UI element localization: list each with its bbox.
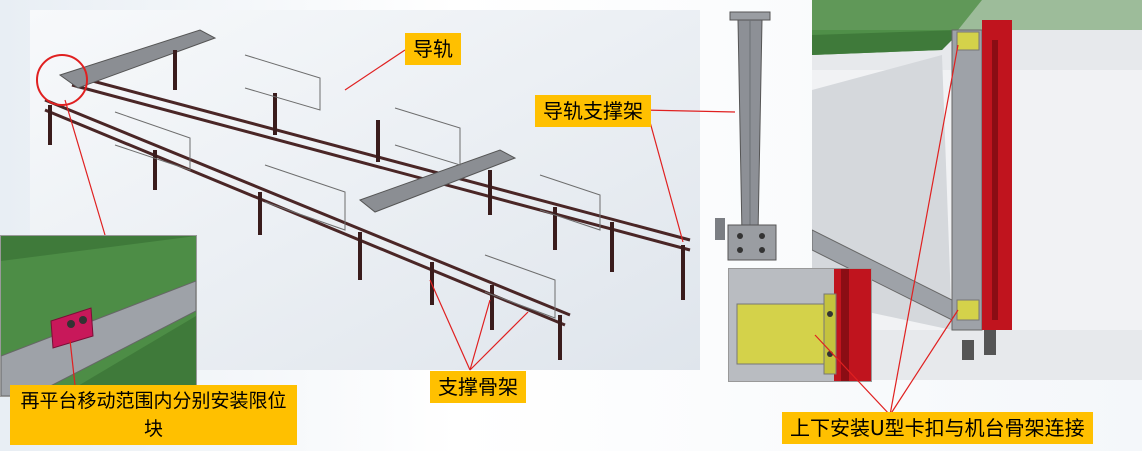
highlight-circle (36, 54, 88, 106)
machine-frame-render (812, 0, 1142, 380)
rail-support-label: 导轨支撑架 (535, 95, 651, 127)
arrow-rail-support-2 (649, 121, 684, 243)
limit-block-inset (0, 235, 197, 397)
guide-rail-label: 导轨 (405, 33, 461, 65)
arrow-limit-block-circle (64, 99, 106, 236)
arrow-limit-block-inset (69, 339, 76, 386)
arrow-support-frame-2 (469, 299, 491, 371)
arrow-u-clip-2 (889, 309, 959, 416)
support-frame-label: 支撑骨架 (430, 371, 526, 403)
arrow-support-frame-1 (429, 279, 471, 371)
arrow-u-clip-3 (889, 44, 959, 416)
arrow-u-clip-1 (814, 334, 891, 416)
arrow-rail-support-1 (641, 109, 736, 113)
u-clip-label: 上下安装U型卡扣与机台骨架连接 (782, 412, 1093, 444)
limit-block-label: 再平台移动范围内分别安装限位块 (10, 385, 297, 445)
arrow-guide-rail (344, 49, 406, 91)
rail-support-render (700, 0, 810, 280)
arrow-support-frame-3 (469, 311, 529, 371)
